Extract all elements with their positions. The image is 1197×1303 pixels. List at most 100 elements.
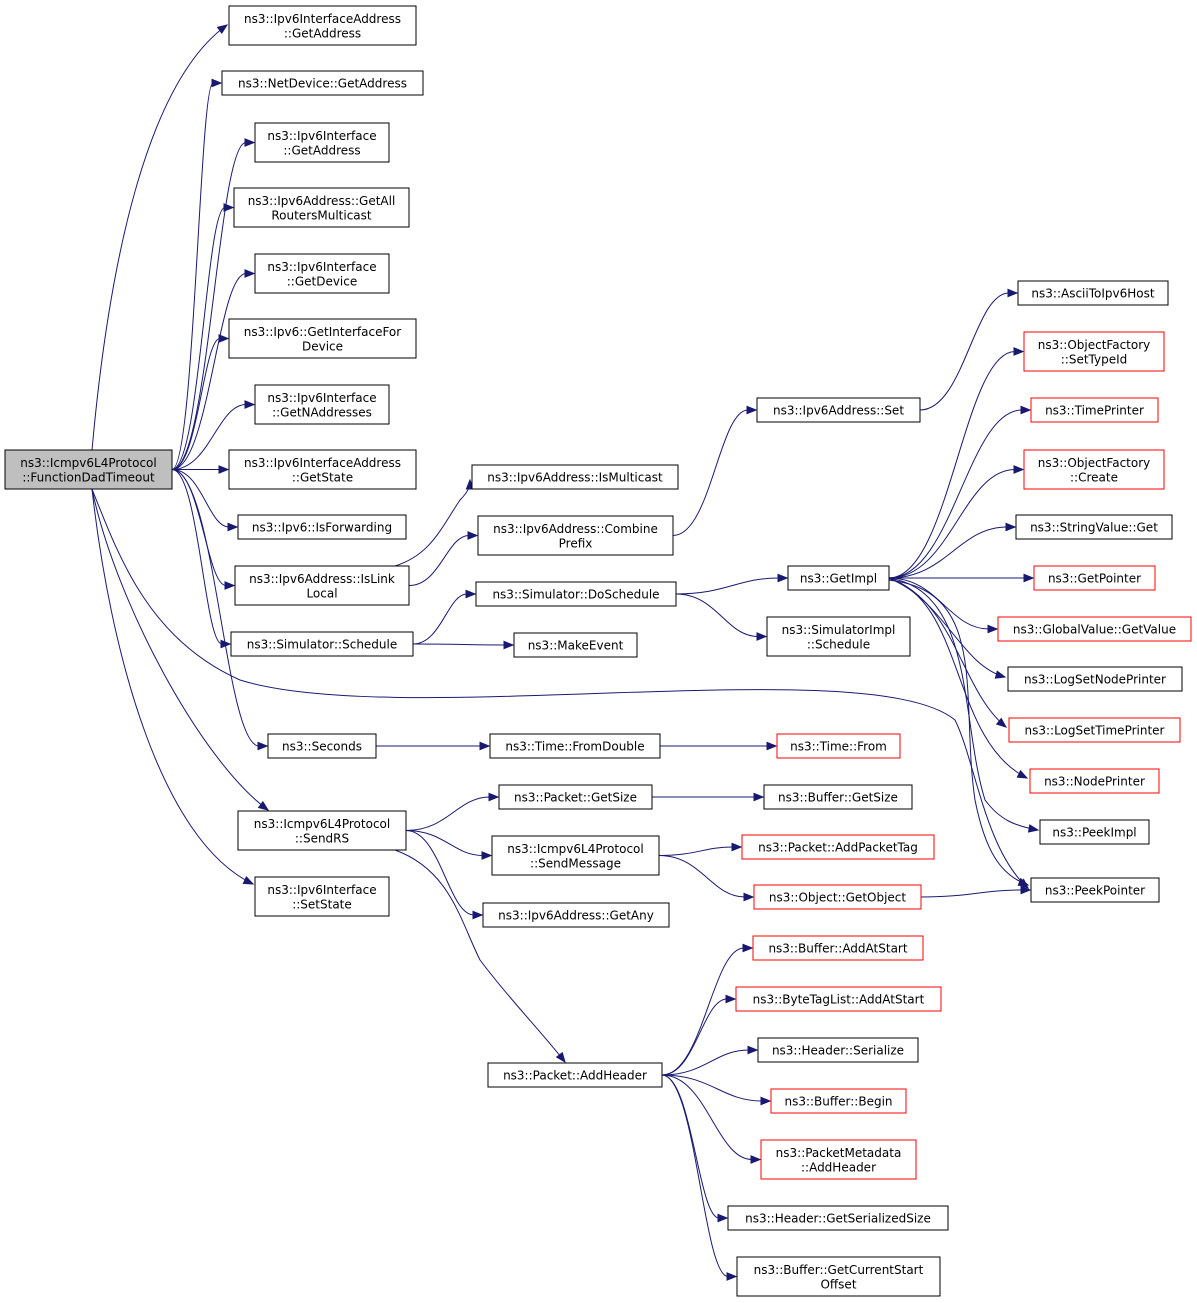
node-ipv6ifaddr-getstate[interactable]: ns3::Ipv6InterfaceAddress::GetState [228, 449, 417, 490]
edge-ipv6addr-islinklocal-to-ipv6addr-combineprefix [408, 531, 479, 586]
node-label: ::SetState [292, 897, 352, 911]
edge-sendmessage-to-packet-addpackettag [658, 842, 743, 856]
node-sendmessage[interactable]: ns3::Icmpv6L4Protocol::SendMessage [491, 835, 660, 876]
node-root[interactable]: ns3::Icmpv6L4Protocol::FunctionDadTimeou… [4, 449, 173, 490]
edge-line [91, 488, 269, 811]
edge-sendrs-to-packet-getsize [405, 792, 500, 831]
node-nodeprinter[interactable]: ns3::NodePrinter [1029, 768, 1160, 794]
node-time-fromdouble[interactable]: ns3::Time::FromDouble [489, 733, 661, 759]
node-box [776, 733, 901, 759]
node-box [1023, 449, 1165, 490]
node-label: ::SetTypeId [1061, 352, 1128, 366]
edge-getimpl-to-nodeprinter [887, 577, 1029, 779]
node-label: ns3::Header::GetSerializedSize [745, 1212, 931, 1226]
node-buffer-addatstart[interactable]: ns3::Buffer::AddAtStart [752, 935, 924, 961]
node-label: ns3::Ipv6Interface [267, 260, 376, 274]
edge-ipv6addr-combineprefix-to-ipv6addr-set [672, 405, 758, 536]
edge-ipv6addr-set-to-asciitoipv6host [919, 288, 1019, 411]
node-ipv6addr-set[interactable]: ns3::Ipv6Address::Set [756, 397, 921, 423]
node-simulator-schedule[interactable]: ns3::Simulator::Schedule [230, 631, 414, 657]
node-box [1039, 819, 1150, 845]
edge-root-to-ipv6if-getaddress [171, 138, 256, 470]
node-box [477, 515, 674, 556]
edge-line [672, 409, 749, 536]
node-ipv6if-setstate[interactable]: ns3::Ipv6Interface::SetState [254, 876, 390, 917]
node-stringvalue-get[interactable]: ns3::StringValue::Get [1015, 514, 1173, 540]
node-objectfactory-settypeid[interactable]: ns3::ObjectFactory::SetTypeId [1023, 331, 1165, 372]
node-label: ns3::PeekPointer [1045, 884, 1145, 898]
node-logsettimeprinter[interactable]: ns3::LogSetTimePrinter [1008, 717, 1181, 743]
node-peekpointer[interactable]: ns3::PeekPointer [1030, 877, 1160, 903]
node-packetmetadata-addheader[interactable]: ns3::PacketMetadata::AddHeader [760, 1139, 917, 1180]
node-label: ns3::Simulator::Schedule [247, 638, 398, 652]
node-ipv6addr-getany[interactable]: ns3::Ipv6Address::GetAny [482, 902, 670, 928]
edge-simulator-doschedule-to-simimpl-schedule [675, 593, 768, 641]
node-buffer-getsize[interactable]: ns3::Buffer::GetSize [763, 784, 913, 810]
node-globalvalue-getvalue[interactable]: ns3::GlobalValue::GetValue [997, 616, 1192, 642]
node-ipv6addr-ismulticast[interactable]: ns3::Ipv6Address::IsMulticast [471, 464, 679, 490]
node-simimpl-schedule[interactable]: ns3::SimulatorImpl::Schedule [766, 616, 911, 657]
node-objectfactory-create[interactable]: ns3::ObjectFactory::Create [1023, 449, 1165, 490]
node-label: ns3::Ipv6InterfaceAddress [244, 456, 401, 470]
node-label: ns3::GetImpl [800, 572, 877, 586]
edge-arrowhead [756, 632, 768, 641]
node-buffer-begin[interactable]: ns3::Buffer::Begin [770, 1088, 907, 1114]
node-box [228, 5, 417, 46]
node-box [228, 449, 417, 490]
node-packet-getsize[interactable]: ns3::Packet::GetSize [498, 784, 653, 810]
node-bytetaglist-addatstart[interactable]: ns3::ByteTagList::AddAtStart [735, 986, 942, 1012]
node-object-getobject[interactable]: ns3::Object::GetObject [753, 884, 922, 910]
node-label: ns3::PacketMetadata [776, 1146, 902, 1160]
node-box [513, 632, 638, 658]
node-label: ns3::GlobalValue::GetValue [1013, 623, 1176, 637]
node-logsetnodeprinter[interactable]: ns3::LogSetNodePrinter [1007, 666, 1183, 692]
node-label: ns3::Ipv6InterfaceAddress [244, 12, 401, 26]
edge-line [408, 535, 470, 586]
edge-getimpl-to-stringvalue-get [888, 522, 1017, 579]
node-label: ns3::Time::FromDouble [505, 740, 644, 754]
edge-root-to-ipv6ifaddr-getaddress [91, 24, 229, 451]
node-box [1015, 514, 1173, 540]
edge-simulator-doschedule-to-getimpl [675, 573, 789, 595]
node-makeevent[interactable]: ns3::MakeEvent [513, 632, 638, 658]
node-ipv6-isforwarding[interactable]: ns3::Ipv6::IsForwarding [237, 514, 407, 540]
node-label: Local [306, 586, 337, 600]
node-box [735, 986, 942, 1012]
edge-packet-addheader-to-header-serialize [661, 1045, 759, 1076]
node-box [221, 70, 424, 96]
edge-arrowhead [216, 24, 229, 35]
node-timeprinter[interactable]: ns3::TimePrinter [1030, 397, 1159, 423]
edge-arrowhead [555, 1051, 566, 1064]
edge-getimpl-to-peekimpl [887, 577, 1040, 833]
edge-arrowhead [1005, 522, 1017, 532]
node-peekimpl[interactable]: ns3::PeekImpl [1039, 819, 1150, 845]
node-time-from[interactable]: ns3::Time::From [776, 733, 901, 759]
edge-line [920, 889, 1023, 898]
node-netdevice-getaddress[interactable]: ns3::NetDevice::GetAddress [221, 70, 424, 96]
node-ipv6if-getaddress[interactable]: ns3::Ipv6Interface::GetAddress [254, 122, 390, 163]
node-packet-addheader[interactable]: ns3::Packet::AddHeader [487, 1062, 663, 1088]
node-sendrs[interactable]: ns3::Icmpv6L4Protocol::SendRS [237, 810, 407, 851]
node-ipv6ifaddr-getaddress[interactable]: ns3::Ipv6InterfaceAddress::GetAddress [228, 5, 417, 46]
node-getpointer[interactable]: ns3::GetPointer [1033, 565, 1156, 591]
edge-arrowhead [503, 640, 515, 650]
node-header-serialize[interactable]: ns3::Header::Serialize [757, 1037, 919, 1063]
node-seconds[interactable]: ns3::Seconds [267, 733, 377, 759]
edge-arrowhead [742, 943, 754, 953]
node-label: ns3::ObjectFactory [1038, 338, 1151, 352]
node-box [757, 1037, 919, 1063]
node-asciitoipv6host[interactable]: ns3::AsciiToIpv6Host [1017, 280, 1169, 306]
node-ipv6if-getdevice[interactable]: ns3::Ipv6Interface::GetDevice [254, 253, 390, 294]
edges-layer [91, 24, 1040, 1281]
node-getimpl[interactable]: ns3::GetImpl [787, 565, 890, 591]
node-ipv6if-getnaddresses[interactable]: ns3::Ipv6Interface::GetNAddresses [254, 384, 390, 425]
node-header-getserializedsize[interactable]: ns3::Header::GetSerializedSize [727, 1205, 949, 1231]
node-simulator-doschedule[interactable]: ns3::Simulator::DoSchedule [475, 581, 677, 607]
edge-line [405, 830, 475, 916]
node-packet-addpackettag[interactable]: ns3::Packet::AddPacketTag [741, 834, 935, 860]
